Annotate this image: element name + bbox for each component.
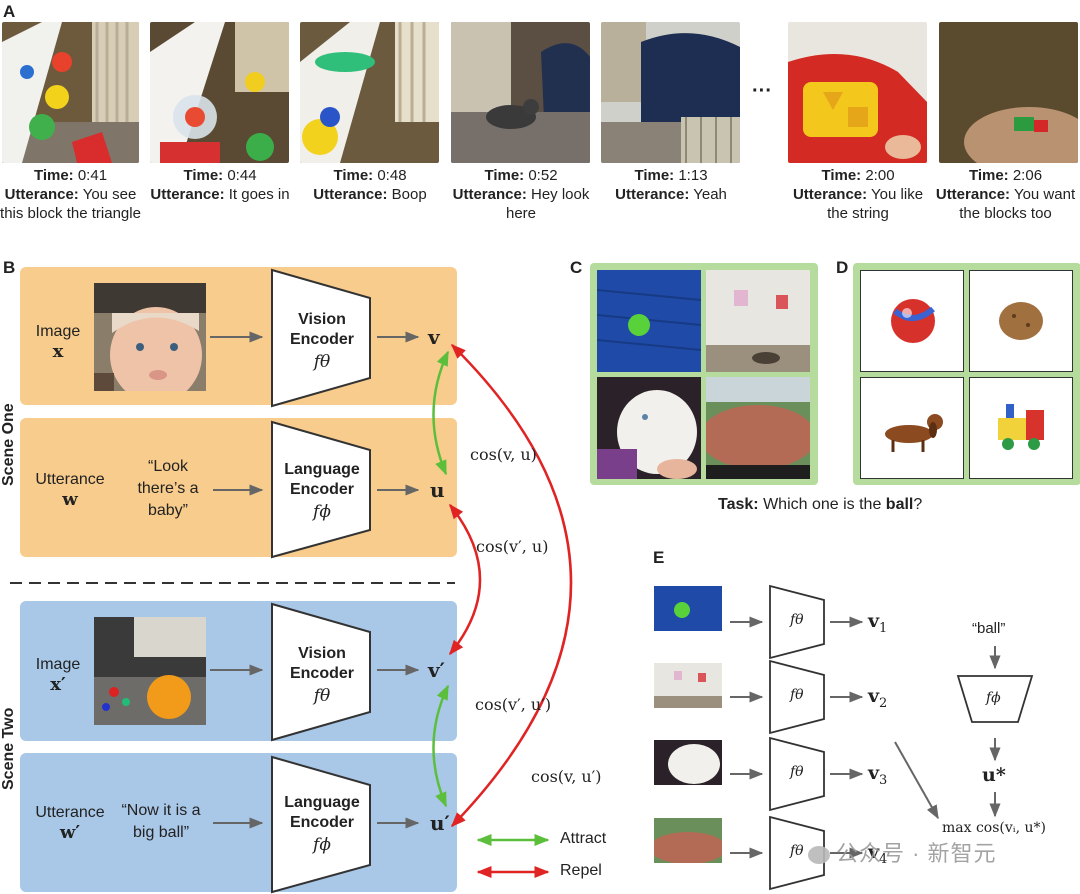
white-cat-image: [597, 377, 701, 479]
green-ball-on-blue-image: [596, 270, 702, 372]
e-green-ball-image: [654, 586, 722, 631]
big-ball-image: [94, 617, 206, 725]
panel-d-label: D: [836, 258, 849, 277]
cookie-option[interactable]: [969, 270, 1073, 372]
language-encoder-two: [271, 755, 371, 894]
task-text: Task: Which one is the ball?: [718, 496, 923, 513]
e-patio-image: [650, 818, 726, 864]
vector-v: v: [428, 325, 440, 349]
e-v1: v1: [868, 610, 888, 636]
brick-patio-image: [700, 377, 816, 479]
caption-1: Time: 0:41 Utterance: You see this block…: [0, 167, 141, 222]
e-f-theta-4: fθ: [790, 843, 804, 859]
e-cat-image: [654, 740, 722, 785]
e-f-theta-2: fθ: [790, 687, 804, 703]
caption-2: Time: 0:44 Utterance: It goes in: [150, 167, 290, 203]
e-v3: v3: [868, 762, 888, 788]
nursery-room-image: [706, 270, 810, 372]
e-nursery-image: [654, 663, 722, 708]
e-v2: v2: [868, 685, 888, 711]
frame-2-06-image: [939, 22, 1078, 163]
toy-stand-image: [300, 22, 439, 163]
panel-a-label: A: [3, 2, 16, 21]
couch-room-image: [601, 22, 740, 163]
frame-2-00-image: [788, 22, 927, 163]
utterance-w-label: Utterance w: [35, 471, 105, 510]
panel-d-grid: [853, 263, 1080, 485]
dog-option[interactable]: [860, 377, 964, 479]
frame-0-44-image: [150, 22, 289, 163]
e-max-expression: max cos(vᵢ, u*): [942, 820, 1046, 836]
image-x-label: Image x: [35, 323, 81, 362]
e-f-phi: fϕ: [986, 690, 1001, 706]
toy-spinner-image: [150, 22, 289, 163]
caption-5: Time: 1:13 Utterance: Yeah: [615, 167, 727, 203]
image-x-prime-label: Image x′: [35, 656, 81, 695]
baby-face-image: [94, 283, 206, 403]
utterance-one-text: “Look there’s a baby”: [137, 458, 199, 519]
vision-encoder-two: [271, 602, 371, 742]
language-encoder-two-label: Language Encoder fϕ: [284, 794, 360, 855]
vision-encoder-two-label: Vision Encoder fθ: [289, 645, 354, 706]
cos-v-u-label: cos(v, u): [470, 445, 537, 464]
vision-encoder-one: [271, 268, 371, 408]
hand-blocks-image: [939, 22, 1078, 163]
caption-3: Time: 0:48 Utterance: Boop: [313, 167, 427, 203]
e-f-theta-1: fθ: [790, 612, 804, 628]
caption-4: Time: 0:52 Utterance: Hey look here: [452, 167, 590, 222]
wechat-icon: [808, 846, 830, 865]
frame-0-41-image: [2, 22, 139, 163]
cat-room-image: [451, 22, 590, 163]
frame-1-13-image: [601, 22, 740, 163]
e-v4: v4: [868, 841, 888, 867]
frame-0-52-image: [451, 22, 590, 163]
ellipsis: ···: [752, 80, 772, 102]
vision-encoder-one-label: Vision Encoder fθ: [289, 311, 354, 372]
frame-0-48-image: [300, 22, 439, 163]
watermark: 公众号 · 新智元: [808, 836, 997, 868]
panel-c-grid: [590, 263, 818, 485]
vector-v-prime: v′: [428, 658, 445, 682]
vector-u-prime: u′: [430, 811, 450, 835]
panel-c-label: C: [570, 258, 583, 277]
red-toy-closeup-image: [788, 22, 927, 163]
panel-e-label: E: [653, 548, 665, 567]
baby-toy-scene-image: [2, 22, 139, 163]
legend-attract-label: Attract: [560, 830, 607, 847]
cos-vprime-u-label: cos(v′, u): [476, 537, 549, 556]
language-encoder-one-label: Language Encoder fϕ: [284, 461, 360, 522]
caption-6: Time: 2:00 Utterance: You like the strin…: [792, 167, 924, 222]
legend-repel-label: Repel: [560, 862, 602, 879]
panel-b-label: B: [3, 258, 16, 277]
vector-u: u: [430, 478, 445, 502]
e-f-theta-3: fθ: [790, 764, 804, 780]
cos-v-uprime-label: cos(v, u′): [531, 767, 602, 786]
e-query-ball: “ball”: [972, 620, 1006, 637]
e-u-star: u*: [982, 764, 1006, 786]
cos-vprime-uprime-label: cos(v′, u′): [475, 695, 552, 714]
caption-7: Time: 2:06 Utterance: You want the block…: [935, 167, 1076, 222]
utterance-w-prime-label: Utterance w′: [35, 804, 105, 843]
toy-train-option[interactable]: [969, 377, 1073, 479]
scene-one-utterance-box: [20, 418, 457, 557]
language-encoder-one: [271, 420, 371, 559]
ball-option[interactable]: [860, 270, 964, 372]
utterance-two-text: “Now it is a big ball”: [121, 802, 201, 841]
